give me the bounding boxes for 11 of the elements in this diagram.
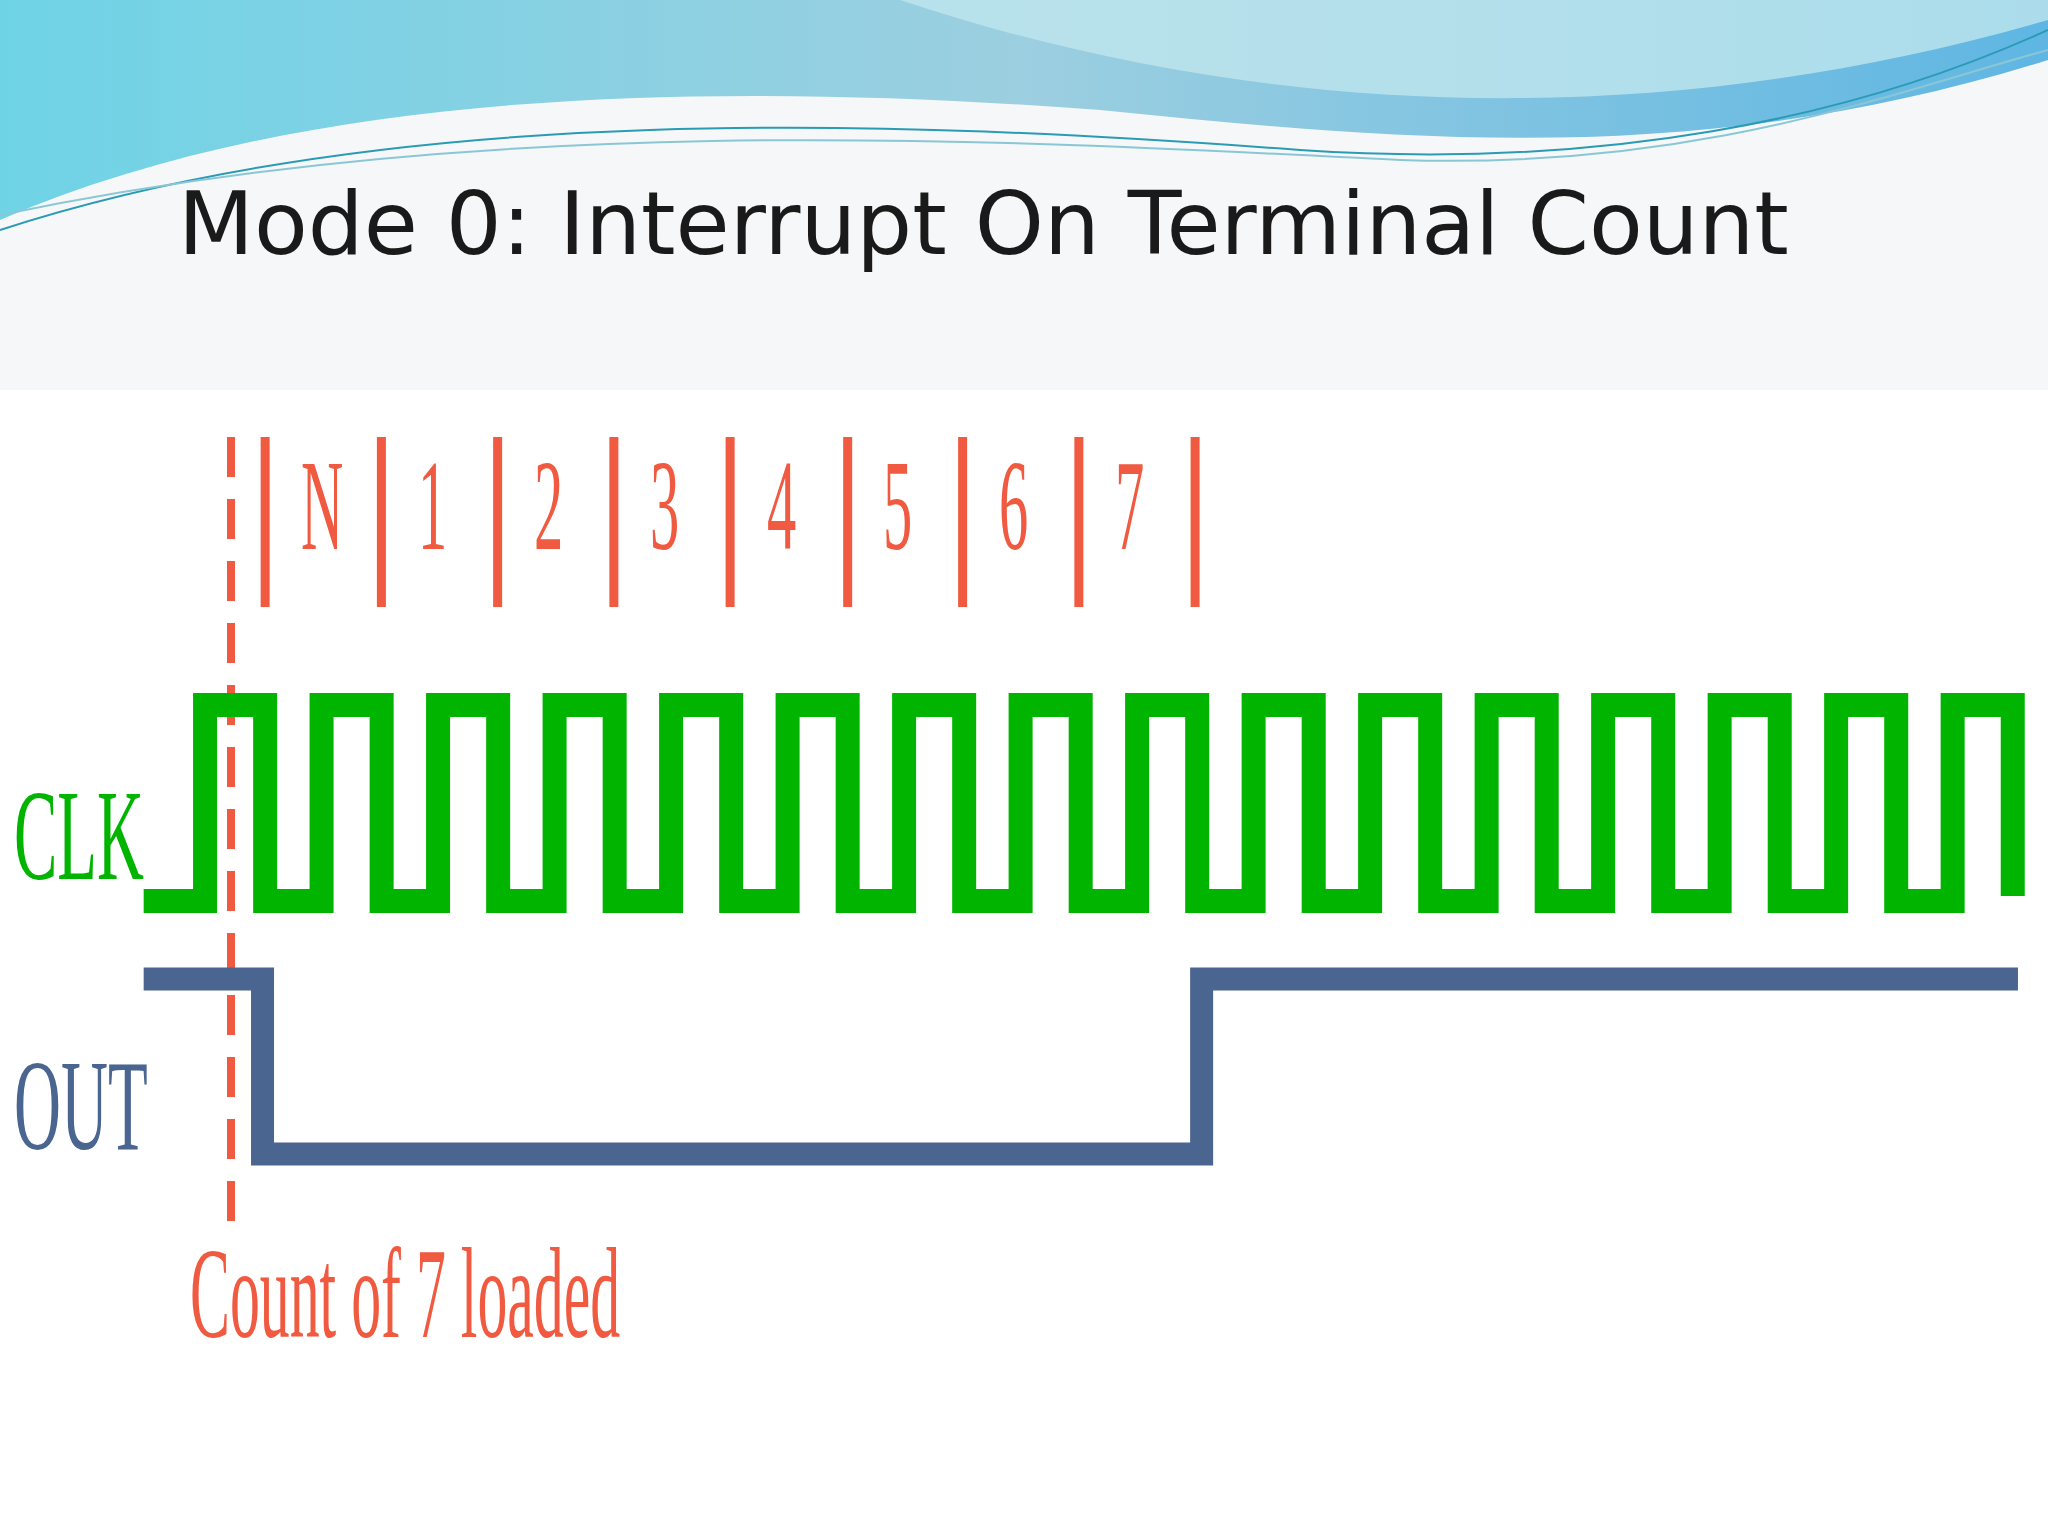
count-number: 3: [650, 440, 680, 570]
count-number: 6: [998, 440, 1028, 570]
load-annotation: Count of 7 loaded: [190, 1228, 621, 1358]
signal-name: OUT: [14, 1040, 148, 1170]
signal-name: CLK: [14, 770, 144, 900]
count-number: 7: [1114, 440, 1145, 570]
count-number: N: [301, 440, 344, 570]
count-number: 4: [766, 440, 797, 570]
count-number: 1: [417, 440, 447, 570]
count-number: 2: [533, 440, 563, 570]
count-number: 5: [883, 440, 913, 570]
